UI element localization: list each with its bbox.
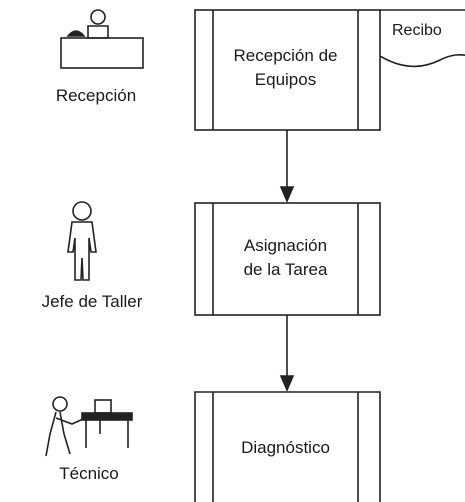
document-label-recibo: Recibo <box>392 22 442 39</box>
process-label-diagnostico: Diagnóstico <box>213 436 358 460</box>
process-box-asignacion-de-la-tarea <box>194 202 381 316</box>
role-label-recepcion: Recepción <box>55 86 137 105</box>
process-1-line-1: Recepción de <box>233 46 338 65</box>
technician-workbench-icon <box>45 396 133 457</box>
role-label-jefe-de-taller: Jefe de Taller <box>41 292 143 311</box>
document-shape-recibo <box>379 9 465 68</box>
process-3-line-1: Diagnóstico <box>241 438 330 457</box>
reception-desk-icon <box>60 9 144 69</box>
flow-arrow-1 <box>279 130 295 204</box>
process-1-line-2: Equipos <box>254 70 317 89</box>
role-label-tecnico: Técnico <box>59 464 119 483</box>
manager-person-icon <box>67 201 97 281</box>
process-label-asignacion-de-la-tarea: Asignación de la Tarea <box>213 234 358 282</box>
process-2-line-1: Asignación <box>243 236 328 255</box>
flow-arrow-2 <box>279 315 295 393</box>
process-2-line-2: de la Tarea <box>243 260 328 279</box>
process-box-diagnostico <box>194 391 381 502</box>
process-label-recepcion-de-equipos: Recepción de Equipos <box>213 44 358 92</box>
process-box-recepcion-de-equipos <box>194 9 381 131</box>
